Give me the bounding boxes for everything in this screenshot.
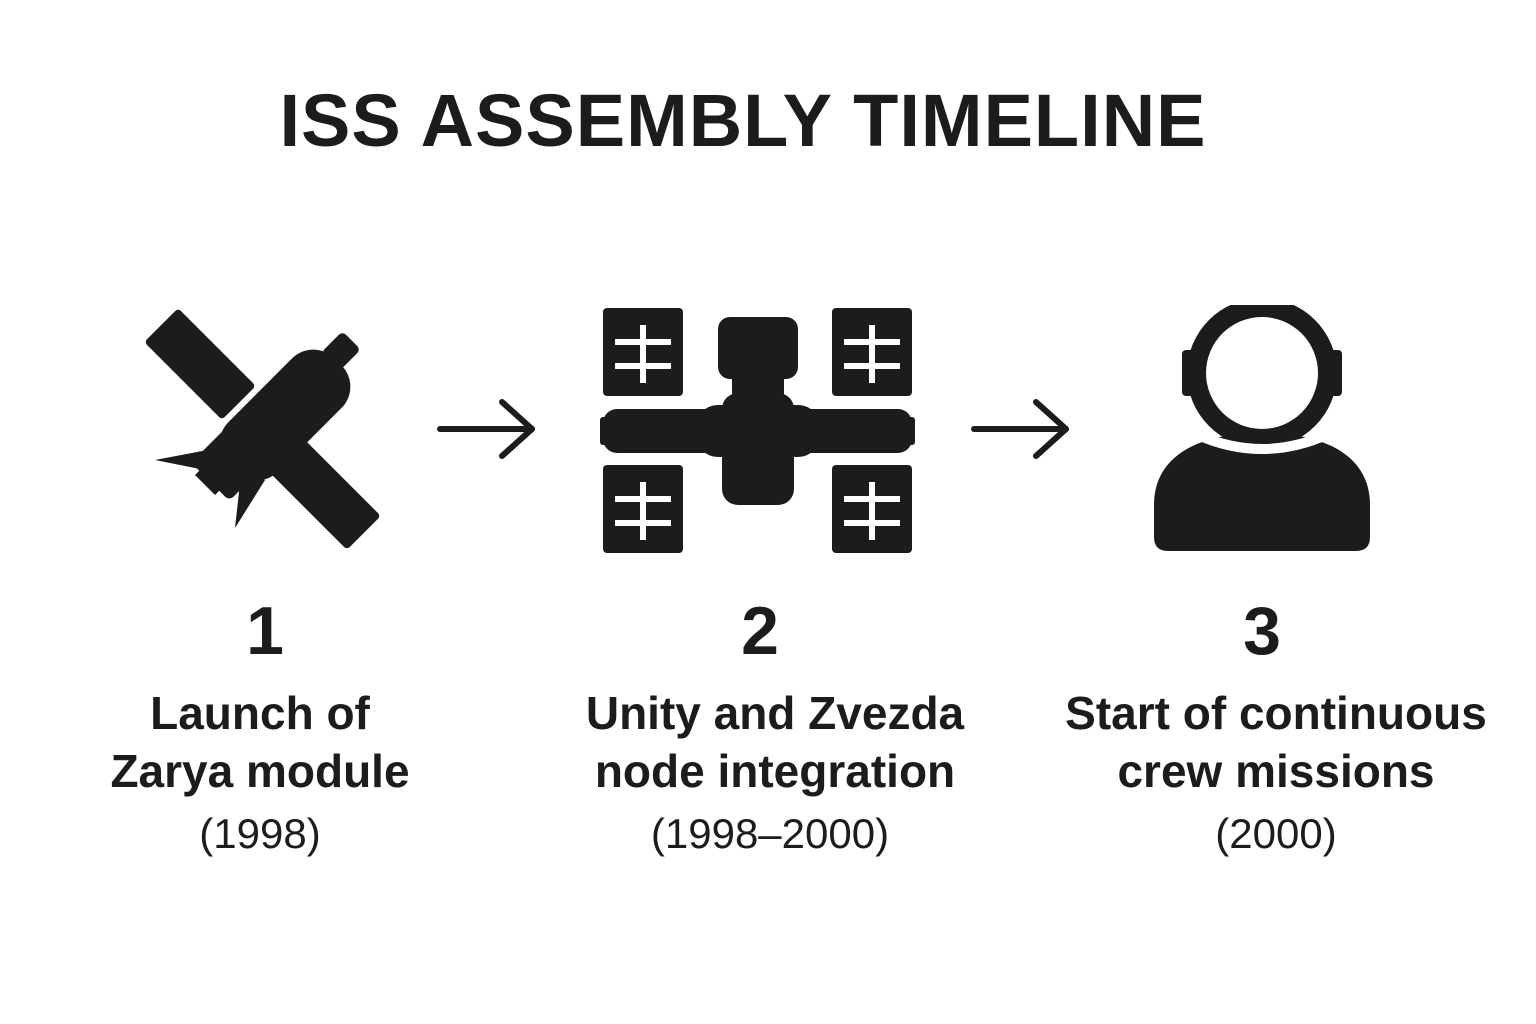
step-3-number: 3 bbox=[1243, 593, 1281, 669]
step-2-label-line1: Unity and Zvezda bbox=[585, 687, 965, 739]
arrow-right-icon bbox=[437, 399, 535, 459]
step-1-label-line1: Launch of bbox=[150, 687, 370, 739]
step-1-label: Launch of Zarya module bbox=[0, 684, 520, 800]
satellite-icon bbox=[145, 309, 380, 549]
astronaut-icon bbox=[1154, 305, 1370, 551]
step-3-label-line2: crew missions bbox=[1117, 745, 1435, 797]
step-1-number: 1 bbox=[246, 593, 284, 669]
arrow-right-icon bbox=[971, 399, 1069, 459]
step-2-label-line2: node integration bbox=[594, 745, 956, 797]
step-1-date: (1998) bbox=[199, 810, 321, 857]
step-2-label: Unity and Zvezda node integration bbox=[515, 684, 1035, 800]
page-title: ISS ASSEMBLY TIMELINE bbox=[279, 79, 1207, 162]
step-3-label-line1: Start of continuous bbox=[1065, 687, 1487, 739]
space-station-icon bbox=[600, 308, 915, 553]
step-1-label-line2: Zarya module bbox=[110, 745, 410, 797]
step-3-label: Start of continuous crew missions bbox=[1016, 684, 1536, 800]
step-2-date: (1998–2000) bbox=[650, 810, 890, 857]
step-2-number: 2 bbox=[741, 593, 779, 669]
step-3-date: (2000) bbox=[1215, 810, 1337, 857]
